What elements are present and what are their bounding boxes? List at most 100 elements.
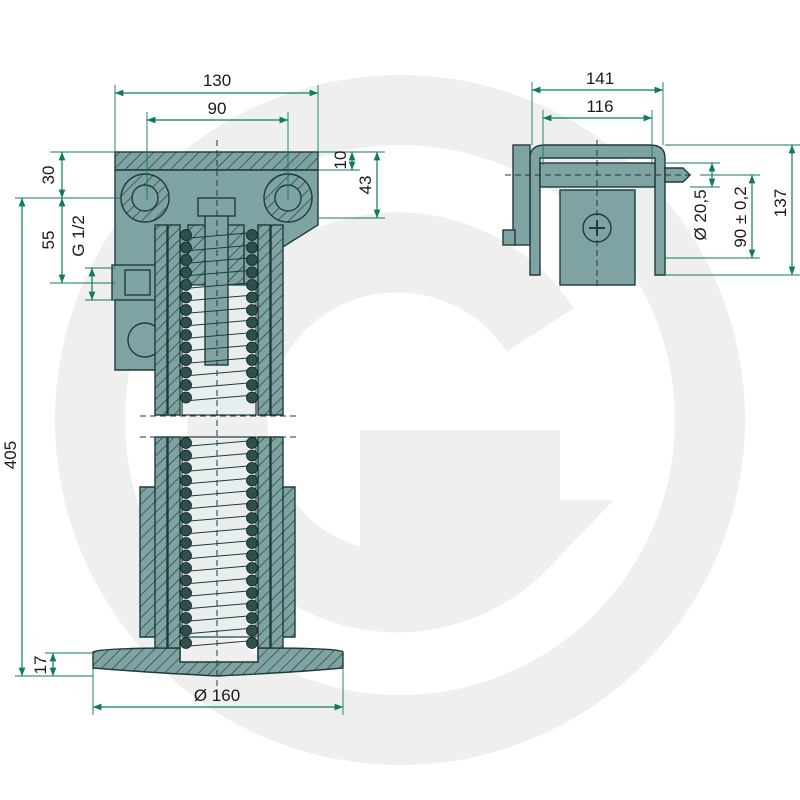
- watermark-logo: [55, 75, 745, 765]
- spring-coil: [180, 379, 192, 391]
- spring-wire: [189, 490, 249, 497]
- dim-mount-height: 43: [356, 176, 375, 195]
- spring-coil: [246, 229, 258, 241]
- spring-coil: [246, 266, 258, 279]
- dim-side-height-total: 137: [771, 189, 790, 217]
- spring-coil: [246, 499, 258, 512]
- spring-coil: [246, 304, 258, 316]
- dim-pin-spacing: 90 ± 0,2: [731, 186, 750, 247]
- spring-wire: [189, 232, 249, 239]
- spring-coil: [246, 462, 258, 474]
- outer-tube-left: [154, 224, 168, 416]
- spring-coil: [246, 254, 258, 266]
- spring-coil: [246, 341, 258, 354]
- spring-wire: [189, 270, 249, 276]
- dim-height-port: 55: [39, 231, 58, 250]
- spring-wire: [189, 603, 249, 609]
- dim-width-total: 130: [203, 71, 231, 90]
- spring-wire: [189, 295, 249, 301]
- spring-coil: [180, 366, 192, 379]
- spring-wire: [189, 478, 249, 484]
- spring-wire: [189, 465, 249, 472]
- dimension-labels: 130 90 30 55 G 1/2 405 17 Ø 160 10 43 14…: [1, 69, 790, 705]
- spring-wire: [189, 282, 249, 289]
- side-plate: [512, 144, 531, 246]
- spring-wire: [189, 395, 249, 401]
- spring-coil: [246, 524, 258, 537]
- spring-coil: [180, 449, 192, 462]
- dim-pin-diameter: Ø 20,5: [691, 189, 710, 240]
- dimension-lines: [15, 82, 800, 715]
- spring-coil: [180, 329, 192, 341]
- spring-coil: [180, 524, 192, 537]
- outer-tube-right: [257, 224, 271, 416]
- spring-coil: [246, 624, 258, 637]
- spring-coil: [246, 291, 258, 304]
- spring-coil: [246, 637, 258, 649]
- spring-wire: [189, 640, 249, 647]
- spring-wire: [189, 553, 249, 559]
- dim-height-total: 405: [1, 441, 20, 469]
- spring-wire: [189, 345, 249, 351]
- spring-coil: [246, 487, 258, 499]
- spring-wire: [189, 453, 249, 459]
- dim-base-thickness: 17: [31, 656, 50, 675]
- spring-coil: [246, 241, 258, 254]
- spring-coil: [180, 574, 192, 587]
- dim-plate-thickness: 10: [331, 151, 350, 170]
- spring-wire: [189, 370, 249, 376]
- spring-coil: [246, 379, 258, 391]
- spring-wire: [189, 590, 249, 597]
- spring-coil: [246, 474, 258, 487]
- spring-coil: [180, 316, 192, 329]
- spring-coil: [180, 291, 192, 304]
- spring-wire: [189, 565, 249, 572]
- spring-coil: [246, 449, 258, 462]
- spring-coil: [180, 512, 192, 524]
- spring-coil: [180, 354, 192, 366]
- spring-coil: [180, 562, 192, 574]
- dim-side-width-total: 141: [586, 69, 614, 88]
- spring-coil: [180, 612, 192, 624]
- spring-coil: [180, 487, 192, 499]
- spring-coil: [246, 316, 258, 329]
- spring-coil: [180, 241, 192, 254]
- spring-wire: [189, 515, 249, 522]
- spring-coil: [246, 279, 258, 291]
- spring-coil: [180, 254, 192, 266]
- spring-wire: [189, 357, 249, 364]
- spring-coil: [180, 462, 192, 474]
- dim-side-width-inner: 116: [586, 97, 613, 116]
- spring-coil: [246, 437, 258, 449]
- spring-coil: [180, 474, 192, 487]
- spring-wire: [189, 382, 249, 389]
- spring-wire: [189, 615, 249, 622]
- spring-wire: [189, 528, 249, 534]
- spring-coil: [246, 599, 258, 612]
- spring-lower: [181, 436, 257, 638]
- spring-coil: [180, 437, 192, 449]
- spring-wire: [189, 245, 249, 251]
- spring-wire: [189, 540, 249, 547]
- spring-coil: [246, 574, 258, 587]
- spring-coil: [246, 512, 258, 524]
- u-bracket: [529, 144, 666, 276]
- spring-coil: [180, 587, 192, 599]
- spring-coil: [246, 366, 258, 379]
- spring-coil: [180, 266, 192, 279]
- spring-coil: [180, 279, 192, 291]
- spring-coil: [246, 537, 258, 549]
- spring-coil: [180, 537, 192, 549]
- spring-wire: [189, 320, 249, 326]
- spring-coil: [180, 391, 192, 404]
- spring-coil: [246, 562, 258, 574]
- spring-wire: [189, 628, 249, 634]
- spring-coil: [180, 304, 192, 316]
- spring-wire: [189, 503, 249, 509]
- dim-width-mount: 90: [208, 99, 227, 118]
- spring-coil: [246, 587, 258, 599]
- spring-wire: [189, 257, 249, 264]
- spring-coil: [180, 637, 192, 649]
- dim-port-thread: G 1/2: [69, 215, 88, 257]
